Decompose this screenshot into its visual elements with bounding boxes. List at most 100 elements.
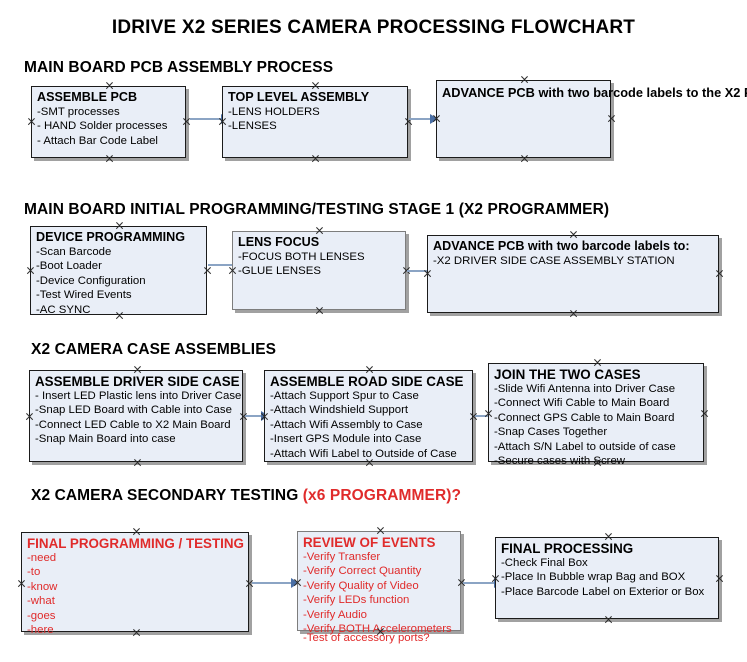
- node-assemble-road-side-case[interactable]: ASSEMBLE ROAD SIDE CASE -Attach Support …: [264, 370, 473, 462]
- section-title-x2-camera-case-assemblies: X2 CAMERA CASE ASSEMBLIES: [31, 341, 277, 358]
- arrow-head-icon: [291, 578, 299, 588]
- node-title: FINAL PROCESSING: [501, 541, 634, 556]
- node-final-programming-testing[interactable]: FINAL PROGRAMMING / TESTING -need -to -k…: [21, 532, 249, 636]
- selection-handle-icon: [715, 574, 724, 583]
- node-title: JOIN THE TWO CASES: [494, 367, 641, 382]
- selection-handle-icon: [311, 154, 320, 163]
- node-line: -Place Barcode Label on Exterior or Box: [501, 585, 705, 598]
- node-line: -Attach Wifi Label to Outside of Case: [270, 447, 457, 460]
- selection-handle-icon: [25, 412, 34, 421]
- connector-line: [252, 582, 296, 584]
- selection-handle-icon: [105, 81, 114, 90]
- node-title: DEVICE PROGRAMMING: [36, 230, 186, 244]
- node-top-level-assembly[interactable]: TOP LEVEL ASSEMBLY -LENS HOLDERS -LENSES: [222, 86, 408, 158]
- selection-handle-icon: [569, 309, 578, 318]
- node-line: -Secure cases with Screw: [494, 455, 626, 468]
- node-title: ADVANCE PCB with two barcode labels to:: [433, 239, 690, 253]
- node-advance-pcb-programming-station[interactable]: ADVANCE PCB with two barcode labels to t…: [436, 80, 747, 158]
- node-line: -here: [27, 624, 54, 637]
- section-title-accent: (x6 PROGRAMMER)?: [302, 487, 462, 504]
- node-line: -Verify Transfer: [303, 551, 381, 563]
- node-line: -Verify LEDs function: [303, 594, 410, 607]
- node-line: -need: [27, 552, 57, 564]
- node-line: -SMT processes: [37, 106, 120, 118]
- node-line: -X2 DRIVER SIDE CASE ASSEMBLY STATION: [433, 255, 675, 267]
- node-line: -know: [27, 580, 58, 593]
- node-title: ASSEMBLE DRIVER SIDE CASE: [35, 374, 240, 389]
- connector-line: [208, 264, 238, 266]
- selection-handle-icon: [17, 579, 26, 588]
- node-line: -Test Wired Events: [36, 289, 132, 302]
- selection-handle-icon: [593, 358, 602, 367]
- selection-handle-icon: [132, 527, 141, 536]
- node-line: -Insert GPS Module into Case: [270, 433, 422, 446]
- node-line: -Snap Main Board into case: [35, 433, 176, 446]
- node-assemble-driver-side-case[interactable]: ASSEMBLE DRIVER SIDE CASE - Insert LED P…: [29, 370, 243, 462]
- node-line: -GLUE LENSES: [238, 265, 321, 278]
- node-join-the-two-cases[interactable]: JOIN THE TWO CASES -Slide Wifi Antenna i…: [488, 363, 704, 467]
- node-line: -AC SYNC: [36, 303, 91, 316]
- node-assemble-pcb[interactable]: ASSEMBLE PCB -SMT processes - HAND Solde…: [31, 86, 186, 158]
- selection-handle-icon: [604, 532, 613, 541]
- node-line: -Attach Support Spur to Case: [270, 390, 419, 402]
- page-title: IDRIVE X2 SERIES CAMERA PROCESSING FLOWC…: [111, 17, 636, 38]
- selection-handle-icon: [569, 230, 578, 239]
- node-line: -Connect LED Cable to X2 Main Board: [35, 418, 231, 431]
- node-final-processing[interactable]: FINAL PROCESSING -Check Final Box -Place…: [495, 537, 719, 619]
- node-line: -Connect Wifi Cable to Main Board: [494, 397, 670, 410]
- node-title: LENS FOCUS: [238, 235, 320, 249]
- node-title: TOP LEVEL ASSEMBLY: [228, 90, 370, 104]
- section-title-main-board-initial-programming: MAIN BOARD INITIAL PROGRAMMING/TESTING S…: [24, 201, 610, 218]
- selection-handle-icon: [520, 154, 529, 163]
- selection-handle-icon: [133, 365, 142, 374]
- node-line: - Attach Bar Code Label: [37, 134, 158, 147]
- selection-handle-icon: [133, 458, 142, 467]
- connector-line: [409, 118, 436, 120]
- selection-handle-icon: [715, 269, 724, 278]
- node-line: - Insert LED Plastic lens into Driver Ca…: [35, 390, 242, 402]
- selection-handle-icon: [315, 226, 324, 235]
- node-line: -LENSES: [228, 120, 277, 133]
- node-overflow-line: -Test of accessory ports?: [303, 631, 430, 644]
- node-device-programming[interactable]: DEVICE PROGRAMMING -Scan Barcode -Boot L…: [30, 226, 207, 316]
- selection-handle-icon: [115, 221, 124, 230]
- node-review-of-events[interactable]: REVIEW OF EVENTS -Verify Transfer -Verif…: [297, 531, 461, 644]
- node-advance-pcb-driver-side[interactable]: ADVANCE PCB with two barcode labels to: …: [427, 235, 719, 313]
- node-line: -Slide Wifi Antenna into Driver Case: [494, 383, 676, 395]
- selection-handle-icon: [700, 409, 709, 418]
- node-line: -to: [27, 566, 41, 579]
- selection-handle-icon: [376, 526, 385, 535]
- node-lens-focus[interactable]: LENS FOCUS -FOCUS BOTH LENSES -GLUE LENS…: [232, 231, 406, 310]
- node-line: -Attach Wifi Assembly to Case: [270, 418, 423, 431]
- selection-handle-icon: [203, 266, 212, 275]
- node-title: ADVANCE PCB with two barcode labels to t…: [442, 85, 747, 100]
- selection-handle-icon: [27, 117, 36, 126]
- node-line: -Verify Correct Quantity: [303, 565, 422, 578]
- section-title-main-board-pcb-assembly: MAIN BOARD PCB ASSEMBLY PROCESS: [24, 59, 334, 76]
- node-line: -goes: [27, 609, 56, 622]
- node-line: -Boot Loader: [36, 260, 102, 273]
- selection-handle-icon: [105, 154, 114, 163]
- selection-handle-icon: [604, 615, 613, 624]
- connector-line: [463, 582, 499, 584]
- selection-handle-icon: [311, 81, 320, 90]
- node-line: -Check Final Box: [501, 557, 588, 569]
- node-line: -Verify Quality of Video: [303, 579, 419, 592]
- node-line: -Verify Audio: [303, 608, 367, 621]
- selection-handle-icon: [26, 266, 35, 275]
- section-title-x2-camera-secondary-testing: X2 CAMERA SECONDARY TESTING (x6 PROGRAMM…: [31, 487, 461, 505]
- node-line: -Connect GPS Cable to Main Board: [494, 411, 675, 424]
- section-title-text: X2 CAMERA SECONDARY TESTING: [31, 487, 303, 504]
- node-line: -what: [27, 595, 55, 608]
- node-title: REVIEW OF EVENTS: [303, 535, 436, 550]
- arrow-head-icon: [430, 114, 438, 124]
- node-line: -Snap Cases Together: [494, 426, 608, 439]
- node-line: -Snap LED Board with Cable into Case: [35, 404, 232, 417]
- node-line: -Attach Windshield Support: [270, 404, 409, 417]
- node-line: -Place In Bubble wrap Bag and BOX: [501, 571, 686, 584]
- node-title: ASSEMBLE ROAD SIDE CASE: [270, 374, 464, 389]
- node-line: -Device Configuration: [36, 274, 146, 287]
- selection-handle-icon: [520, 75, 529, 84]
- node-title: FINAL PROGRAMMING / TESTING: [27, 536, 244, 551]
